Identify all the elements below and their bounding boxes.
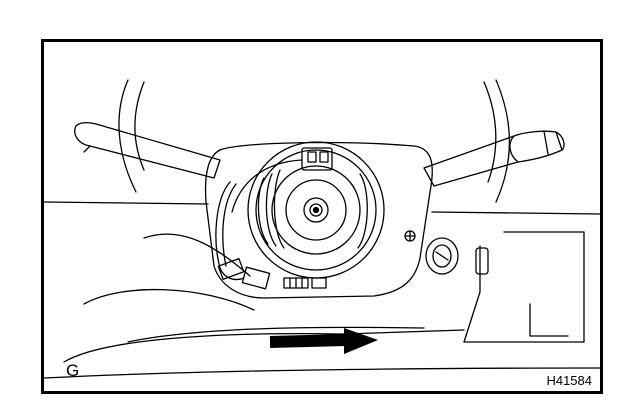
column-cover	[204, 141, 433, 299]
key-cylinder	[425, 237, 459, 275]
view-letter: G	[66, 361, 80, 380]
right-lever	[423, 130, 563, 187]
top-connector	[301, 147, 333, 171]
lower-connector	[217, 258, 245, 280]
steering-wheel-rim-left-inner	[134, 81, 145, 171]
steering-wheel-rim-right	[495, 79, 511, 203]
arrow-right-icon	[269, 328, 378, 354]
figure-code: H41584	[546, 373, 592, 388]
steering-wheel-rim-right-inner	[483, 81, 497, 183]
right-panel	[463, 245, 585, 343]
steering-column-illustration	[44, 79, 600, 379]
steering-wheel-rim-left	[118, 79, 137, 193]
figure-frame: G H41584	[41, 39, 603, 394]
left-lever	[74, 122, 221, 179]
screw	[404, 230, 416, 242]
wire-harness	[215, 181, 231, 269]
spiral-cable-hub	[303, 197, 329, 223]
